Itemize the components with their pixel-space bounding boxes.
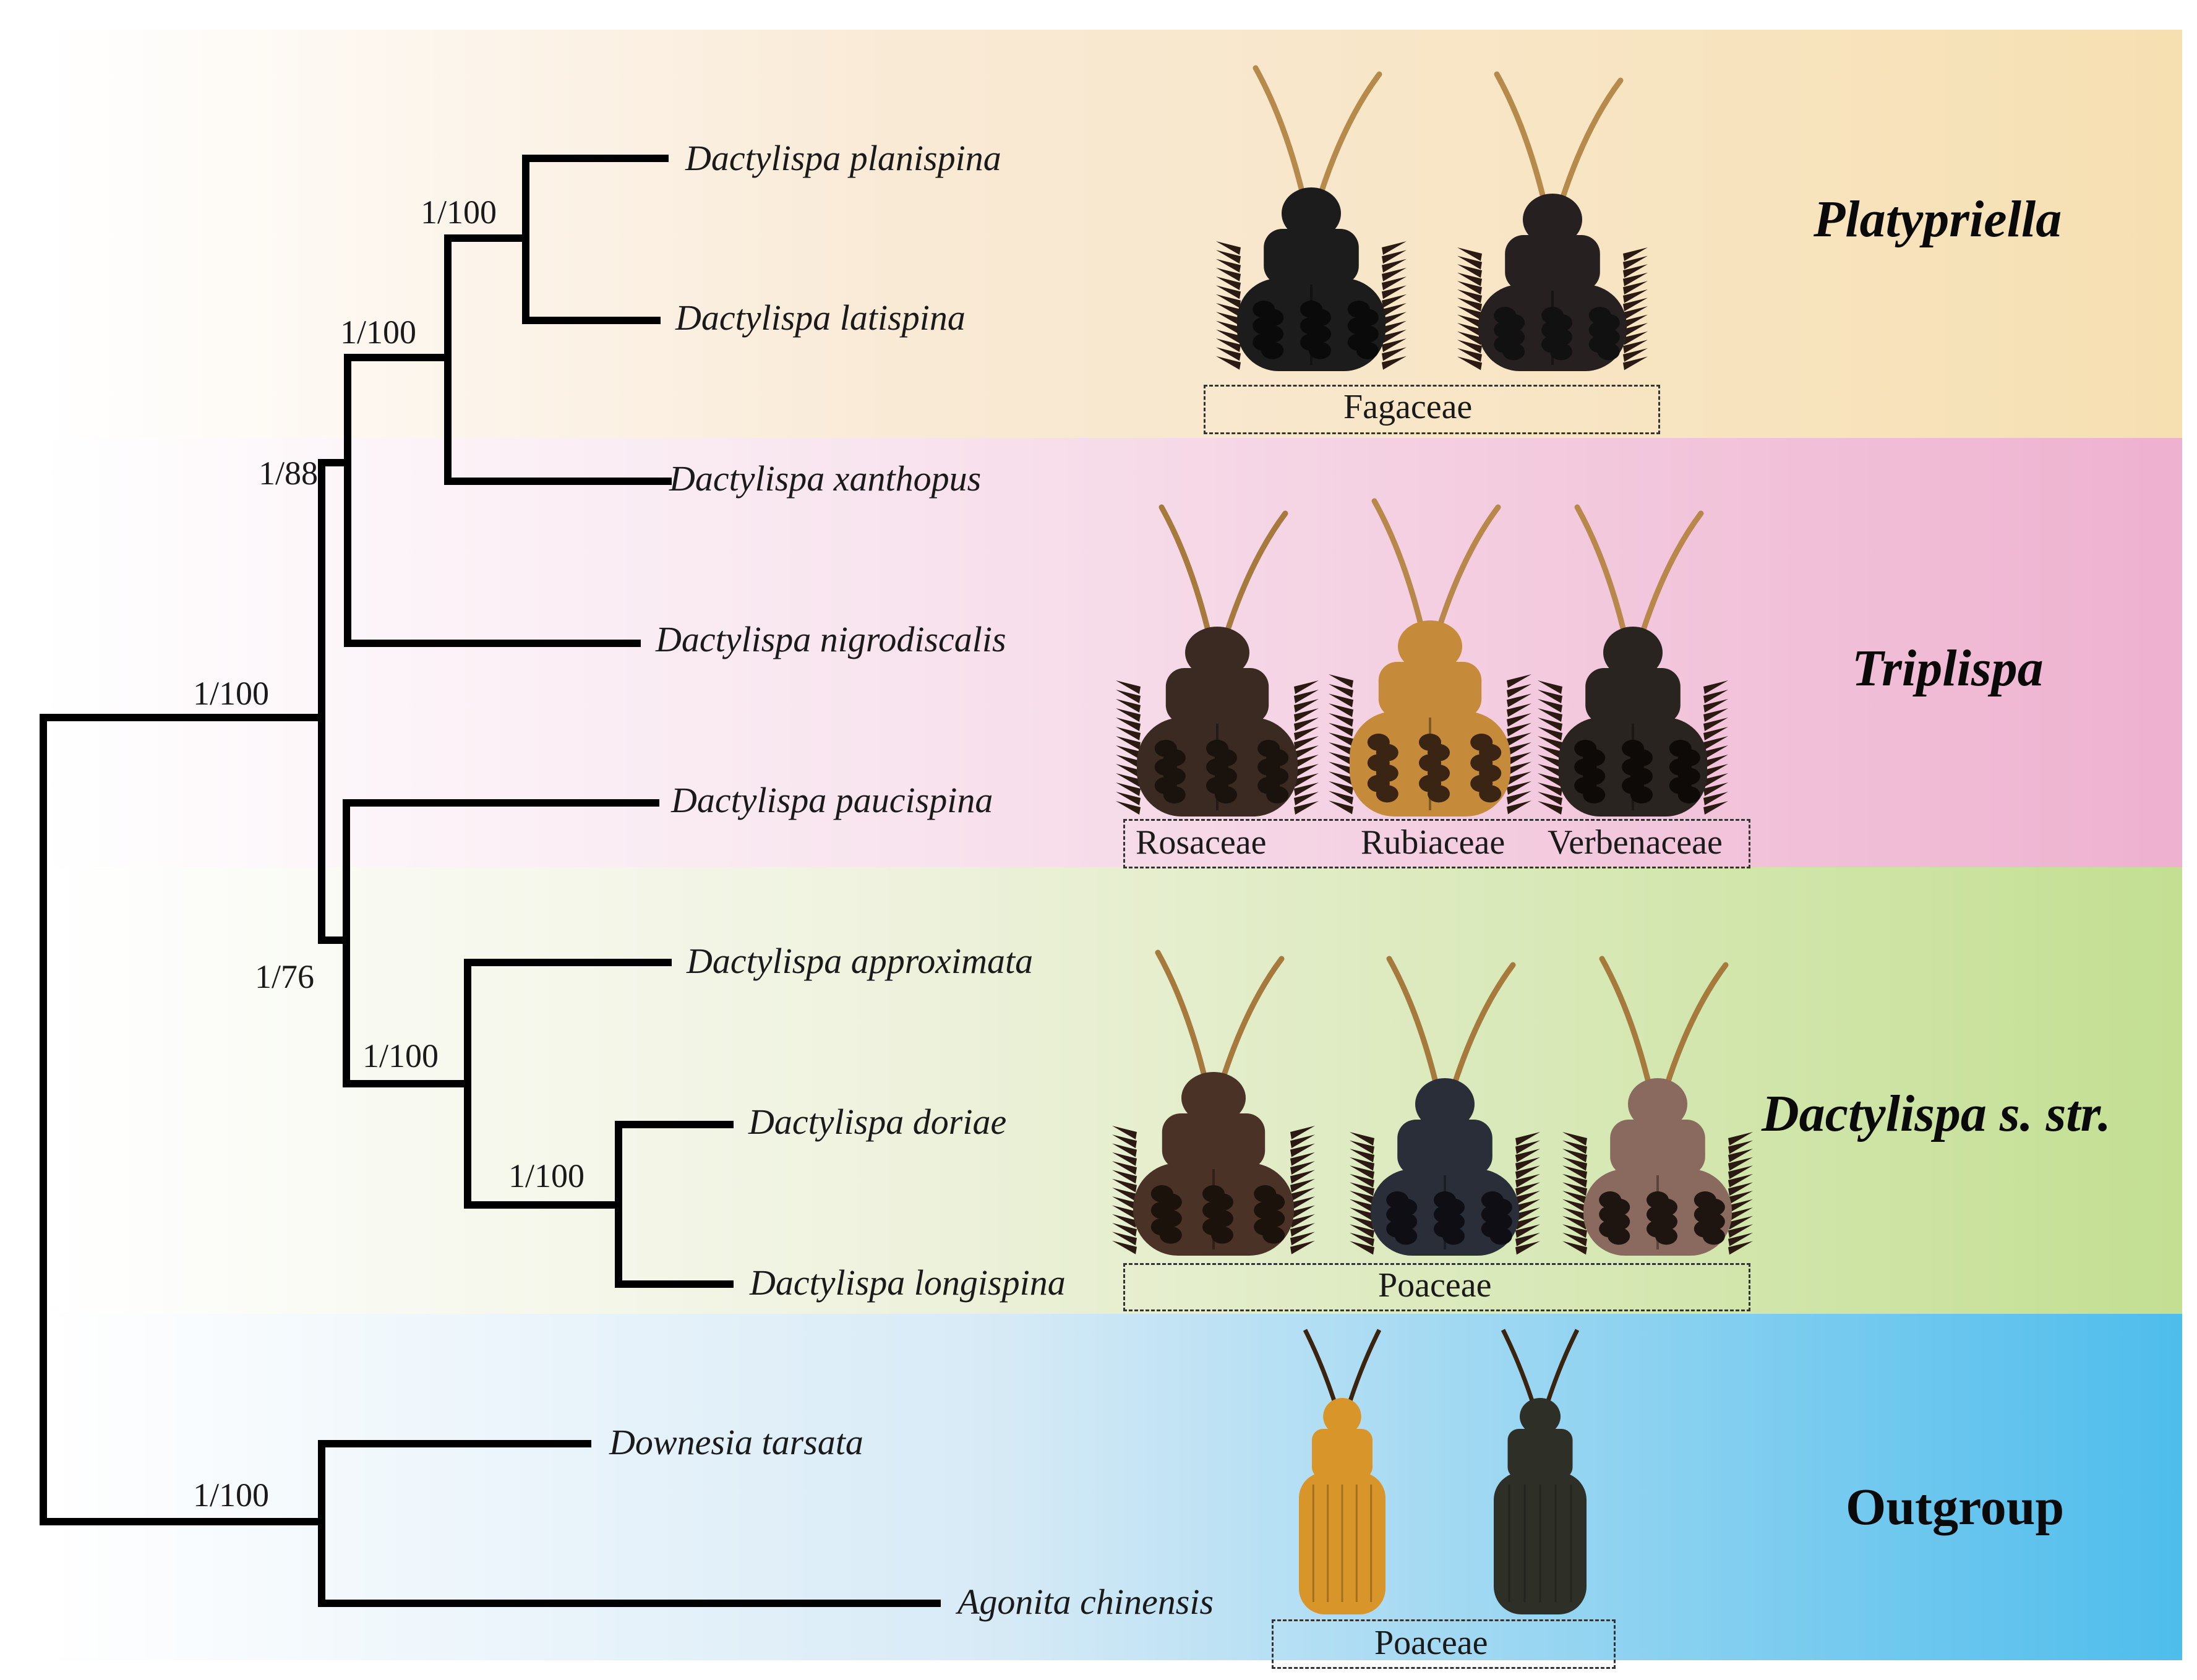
spiny-beetle-icon [1350,956,1540,1256]
support-value: 1/100 [362,1037,439,1074]
support-value: 1/100 [193,1476,270,1514]
node-approximata [464,959,672,1209]
node-1-88 [344,354,641,647]
taxon-label: Downesia tarsata [609,1422,863,1462]
ingroup-branch [318,459,351,944]
taxon-label: Dactylispa latispina [675,298,966,338]
support-value: 1/100 [508,1157,585,1194]
support-value: 1/76 [255,958,315,995]
support-value: 1/100 [340,314,417,351]
clade-label-outgroup: Outgroup [1846,1478,2065,1536]
node-doriae-longispina [615,1121,734,1288]
node-planispina-latispina [522,155,669,324]
node-xanthopus [444,234,672,485]
host-box-platypriella [1204,385,1660,434]
support-value: 1/100 [193,675,270,712]
platypriella-band [42,30,2182,438]
taxon-label: Dactylispa approximata [687,941,1034,981]
spiny-beetle-icon [1329,498,1531,816]
support-value: 1/100 [421,194,497,231]
spiny-beetle-icon [1457,71,1648,371]
host-box-dactylispa [1123,1263,1750,1311]
taxon-label: Dactylispa longispina [750,1262,1066,1303]
spiny-beetle-icon [1112,949,1315,1256]
spiny-beetle-icon [1216,65,1407,371]
node-1-76 [343,799,659,1087]
slender-beetle-icon [1494,1329,1587,1614]
support-value: 1/88 [259,455,319,492]
spiny-beetle-icon [1562,956,1753,1256]
slender-beetle-icon [1299,1329,1385,1614]
host-label: Fagaceae [1343,388,1473,426]
host-label: Rosaceae [1136,823,1267,862]
host-label: Rubiaceae [1361,823,1505,862]
spiny-beetle-icon [1538,504,1728,816]
taxon-label: Dactylispa doriae [748,1102,1007,1142]
host-box-outgroup [1272,1619,1616,1669]
host-box-triplispa [1123,819,1750,868]
taxon-label: Dactylispa nigrodiscalis [656,619,1006,659]
root-branch [40,714,325,1525]
taxon-label: Dactylispa paucispina [671,780,993,820]
host-label: Poaceae [1378,1266,1492,1305]
triplispa-band [42,438,2182,867]
clade-label-platypriella: Platypriella [1814,191,2062,248]
host-label: Verbenaceae [1548,823,1723,862]
dactylispa-band [42,867,2182,1314]
taxon-label: Dactylispa xanthopus [669,458,982,499]
host-label: Poaceae [1374,1624,1488,1662]
taxon-label: Agonita chinensis [957,1582,1214,1622]
clade-label-triplispa: Triplispa [1852,640,2044,697]
taxon-label: Dactylispa planispina [685,138,1001,178]
clade-label-dactylispa: Dactylispa s. str. [1762,1085,2111,1142]
node-outgroup [318,1440,941,1607]
spiny-beetle-icon [1116,504,1319,816]
